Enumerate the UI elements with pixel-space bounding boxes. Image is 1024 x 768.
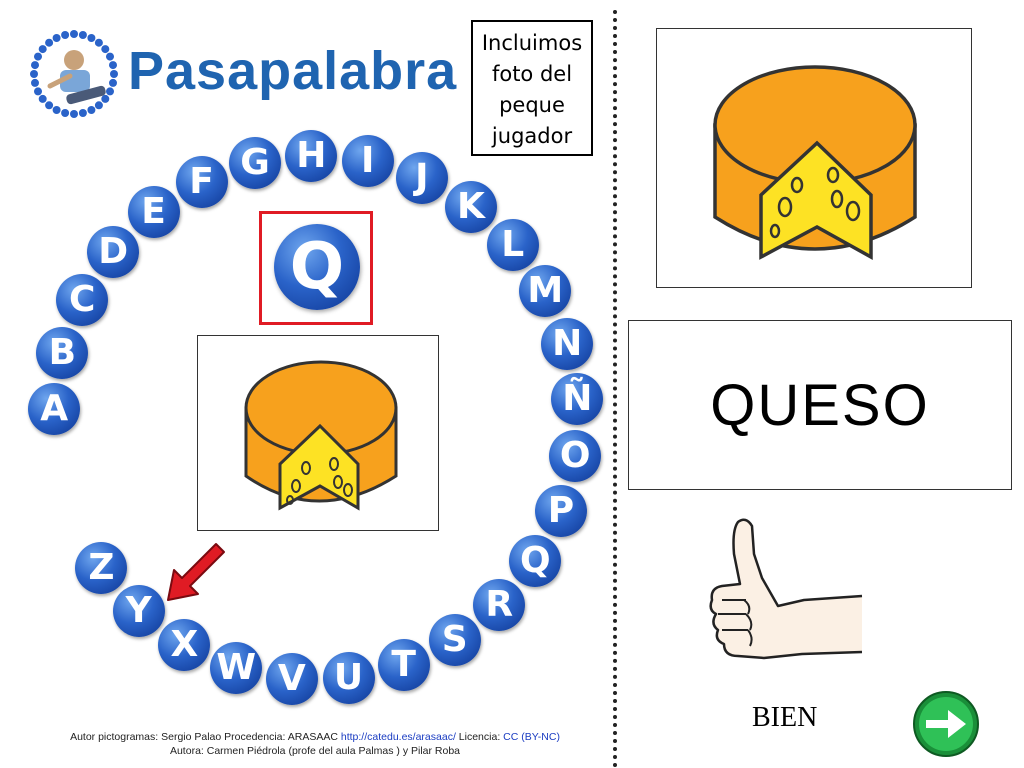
ring-letter-j[interactable]: J — [395, 152, 448, 205]
ring-letter-s[interactable]: S — [428, 614, 481, 667]
note-line: Incluimos — [481, 31, 583, 55]
player-photo-note: Incluimos foto del peque jugador — [471, 20, 593, 156]
ring-letter-r[interactable]: R — [473, 579, 526, 632]
ring-letter-x[interactable]: X — [158, 618, 211, 671]
ring-letter-ñ[interactable]: Ñ — [551, 373, 604, 426]
ring-letter-t[interactable]: T — [377, 638, 430, 691]
credits-line-1: Autor pictogramas: Sergio Palao Proceden… — [40, 730, 590, 744]
ring-letter-l[interactable]: L — [486, 218, 539, 271]
credits-prefix: Autor pictogramas: Sergio Palao Proceden… — [70, 731, 338, 743]
credits-license-label: Licencia: — [455, 731, 504, 743]
logo-title: Pasapalabra — [128, 41, 458, 101]
credits-line-2: Autora: Carmen Piédrola (profe del aula … — [169, 745, 461, 757]
thumbs-up-icon — [709, 518, 863, 660]
ring-letter-b[interactable]: B — [36, 326, 89, 379]
ring-letter-u[interactable]: U — [322, 652, 375, 704]
ring-letter-k[interactable]: K — [444, 180, 497, 233]
ring-letter-v[interactable]: V — [265, 652, 318, 705]
ring-letter-c[interactable]: C — [56, 273, 109, 326]
next-button[interactable] — [912, 690, 980, 758]
note-line: peque — [499, 93, 565, 117]
ring-letter-a[interactable]: A — [28, 382, 81, 435]
note-line: foto del — [491, 62, 573, 86]
logo: Pasapalabra — [26, 26, 456, 122]
arasaac-link[interactable]: http://catedu.es/arasaac/ — [340, 731, 456, 743]
answer-image-frame — [656, 28, 972, 288]
cheese-icon — [713, 65, 917, 260]
next-arrow-icon — [926, 710, 966, 738]
logo-ring-icon — [30, 30, 118, 118]
divider — [613, 10, 617, 768]
ring-letter-n[interactable]: N — [541, 317, 594, 370]
ring-letter-o[interactable]: O — [549, 430, 602, 482]
ring-letter-e[interactable]: E — [127, 186, 180, 239]
license-link[interactable]: CC (BY-NC) — [503, 731, 560, 743]
ring-letter-q[interactable]: Q — [509, 535, 562, 588]
ring-letter-w[interactable]: W — [210, 641, 263, 694]
answer-word: QUESO — [628, 320, 1012, 490]
ring-letter-i[interactable]: I — [341, 135, 394, 188]
ring-letter-m[interactable]: M — [519, 265, 572, 318]
ring-letter-f[interactable]: F — [175, 156, 228, 209]
ring-letter-d[interactable]: D — [87, 226, 140, 279]
feedback-label: BIEN — [752, 702, 818, 733]
ring-letter-h[interactable]: H — [285, 130, 338, 182]
ring-letter-g[interactable]: G — [229, 137, 281, 190]
current-letter-badge: Q — [274, 224, 360, 310]
cheese-icon — [244, 360, 398, 511]
credits: Autor pictogramas: Sergio Palao Proceden… — [40, 730, 590, 758]
ring-letter-y[interactable]: Y — [112, 584, 165, 637]
note-line: jugador — [491, 124, 573, 148]
clue-image-frame — [197, 335, 439, 531]
current-letter: Q — [289, 230, 345, 304]
ring-letter-p[interactable]: P — [535, 484, 587, 537]
arrow-icon — [167, 543, 225, 601]
current-letter-highlight: Q — [259, 211, 373, 325]
ring-letter-z[interactable]: Z — [75, 542, 128, 595]
